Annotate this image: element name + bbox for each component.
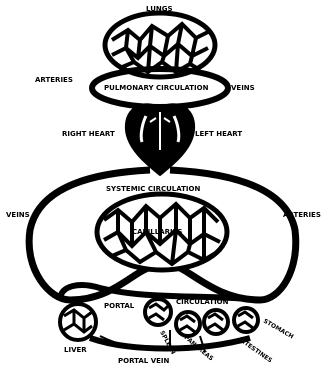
portal-label: PORTAL (104, 302, 135, 310)
stomach-capillary-bed (234, 308, 258, 332)
intestines-capillary-bed (204, 310, 228, 334)
spleen-capillary-bed (145, 299, 171, 325)
pulmonary-circulation-label: PULMONARY CIRCULATION (104, 84, 209, 92)
heart (126, 104, 194, 175)
liver-label: LIVER (64, 346, 87, 354)
lungs-label: LUNGS (146, 5, 173, 13)
arteries-right-label: ARTERIES (283, 211, 321, 219)
portal-vein-label: PORTAL VEIN (118, 357, 170, 365)
capillaries-label: CAPILLARIES (132, 228, 182, 236)
veins-top-label: VEINS (231, 84, 255, 92)
intestines-label: INTESTINES (237, 336, 273, 364)
liver-capillary-bed (60, 304, 96, 340)
stomach-label: STOMACH (262, 318, 295, 341)
right-heart-label: RIGHT HEART (62, 130, 115, 138)
left-heart-label: LEFT HEART (195, 130, 242, 138)
pancreas-capillary-bed (176, 312, 200, 336)
systemic-circulation-label: SYSTEMIC CIRCULATION (106, 185, 200, 193)
circulation-label: CIRCULATION (176, 298, 229, 306)
veins-left-label: VEINS (6, 211, 30, 219)
spleen-label: SPLEEN (158, 330, 176, 356)
arteries-top-label: ARTERIES (35, 76, 73, 84)
